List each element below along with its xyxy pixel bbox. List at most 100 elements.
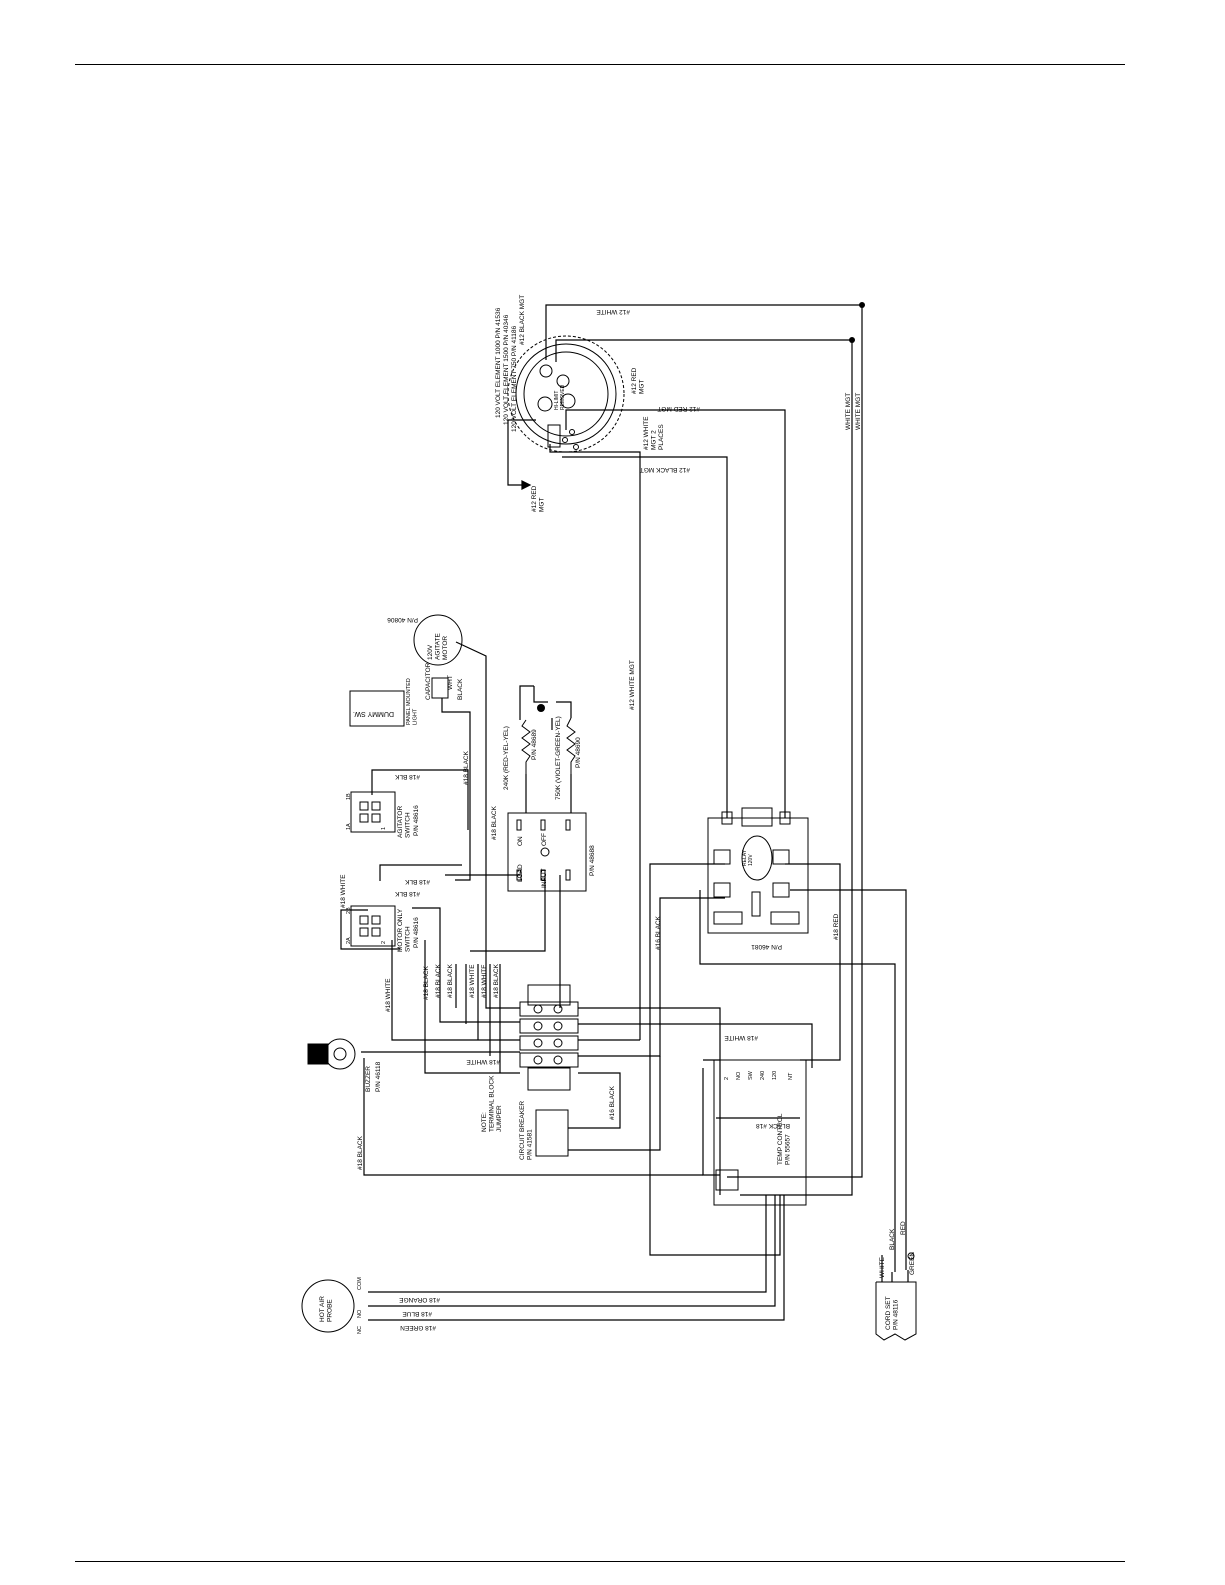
timer-load: LOAD (517, 864, 524, 882)
motor-capacitor: CAPACITOR (425, 662, 432, 700)
wire-red-left: #12 REDMGT (531, 485, 545, 512)
wire-red-18: #18 RED (833, 913, 840, 940)
wire-orange-18: #18 ORANGE (399, 1296, 440, 1303)
cord-red: RED (900, 1221, 907, 1235)
dummy-side-label: PANEL MOUNTEDLIGHT (406, 678, 418, 725)
temp-control (713, 1059, 807, 1206)
wire-white-mgt-right-2: WHITE MGT (855, 393, 862, 430)
wire-white-18-b: #18 WHITE (385, 978, 392, 1012)
wire-white-18-a: #18 WHITE (340, 874, 347, 908)
switch-term-1: 1 (381, 827, 387, 830)
resistor-1-pn: P/N 48689 (531, 729, 538, 760)
wire-white-2places: #12 WHITEMGT 2PLACES (643, 416, 665, 450)
wire-blk-18-c: #18 BLK (394, 890, 420, 897)
cord-label: CORD SETP/N 48116 (885, 1296, 899, 1330)
dummy-switch-label: DUMMY SW. (353, 710, 394, 717)
switch-2-label: MOTOR ONLYSWITCH (397, 908, 411, 952)
wire-white-mgt-main: #12 WHITE MGT (629, 660, 636, 710)
element-part-3: 120 VOLT ELEMENT 750 P/N 41186 (511, 326, 518, 432)
switch-term-2b: 2B (346, 907, 352, 914)
wire-blk-18-a: #18 BLK (394, 773, 420, 780)
wire-black-16-a: #16 BLACK (655, 915, 662, 950)
motor-label: 120VAGITATEMOTOR (427, 632, 449, 660)
wire-black-18-f: #18 BLACK (493, 963, 500, 998)
contactor-part: P/N 46081 (751, 943, 782, 950)
terminal-block (519, 984, 579, 1157)
wire-blue-18: #18 BLUE (402, 1310, 432, 1317)
bottom-rule (75, 1561, 1125, 1562)
probe-com: COM (357, 1277, 363, 1290)
timer-input: INPUT (541, 868, 548, 888)
switch-term-2a: 2A (346, 937, 352, 944)
probe-no: NC (357, 1326, 363, 1334)
wire-black-18-d: #18 BLACK (435, 963, 442, 998)
wire-lines (340, 304, 909, 1321)
cord-black: BLACK (889, 1228, 896, 1250)
wire-white-top: #12 WHITE (596, 308, 630, 315)
switches (350, 791, 396, 947)
junction-dots (537, 302, 865, 712)
timer-off: OFF (541, 833, 548, 846)
contactor-label: RELAY120V (742, 849, 754, 866)
wire-black-18-g: #18 BLACK (357, 1135, 364, 1170)
wire-black-18-b: #18 BLACK (491, 805, 498, 840)
resistor-1-label: 240K (RED-YEL-YEL) (503, 726, 510, 790)
timer-box (507, 812, 587, 892)
buzzer-part: P/N 46118 (375, 1061, 382, 1092)
cord-green: GREEN (909, 1252, 916, 1275)
temp-term-5: NT (788, 1072, 794, 1080)
wire-black-18-a: #18 BLACK (463, 750, 470, 785)
temp-control-label: TEMP CONTROLP/N 55657 (777, 1113, 791, 1165)
wire-black-top: #12 BLACK MGT (519, 295, 526, 345)
motor-wht: WHT (447, 675, 454, 690)
switch-2-part: P/N 48616 (413, 917, 420, 948)
cord-set (875, 1252, 917, 1341)
wire-black-18-c: #18 BLACK (423, 965, 430, 1000)
wire-blk-18-b: #18 BLK (404, 878, 430, 885)
resistor-2-pn: P/N 48690 (575, 737, 582, 768)
buzzer-label: BUZZER (365, 1066, 372, 1092)
wire-white-18-e: #18 WHITE (466, 1058, 500, 1065)
top-rule (75, 64, 1125, 65)
timer-on: ON (517, 836, 524, 846)
terminal-block-note: NOTE:TERMINAL BLOCKJUMPER (481, 1075, 503, 1132)
resistor-2-label: 750K (VIOLET-GREEN-YEL) (555, 716, 562, 800)
wire-white-18-c: #18 WHITE (469, 964, 476, 998)
motor-black: BLACK (457, 678, 464, 700)
heating-element (507, 335, 625, 453)
wire-white-18-f: #18 WHITE (724, 1034, 758, 1041)
temp-term-1: NO (736, 1071, 742, 1080)
agitate-motor (349, 614, 463, 727)
wire-black-lower: #12 BLACK MGT (640, 466, 690, 473)
motor-part: P/N 40806 (387, 616, 418, 623)
probe (301, 1279, 355, 1333)
switch-term-1b: 1B (346, 793, 352, 800)
switch-term-2: 2 (381, 941, 387, 944)
labels: 120 VOLT ELEMENT 1000 P/N 41536 120 VOLT… (319, 295, 916, 1334)
element-part-2: 120 VOLT ELEMENT 1500 P/N 40346 (503, 314, 510, 425)
wire-black-18-h: BLACK #18 (756, 1122, 790, 1129)
element-hilimit: HI-LIMITREMOVED (554, 384, 566, 410)
cord-white: WHITE (879, 1256, 886, 1278)
wire-red-right: #12 REDMGT (631, 367, 645, 394)
wire-white-18-d: #18 WHITE (481, 964, 488, 998)
wire-red-lower: #12 RED MGT (657, 405, 700, 412)
resistors (521, 717, 576, 774)
switch-1-part: P/N 48616 (413, 805, 420, 836)
timer-part: P/N 48688 (589, 845, 596, 876)
wire-white-mgt-right-1: WHITE MGT (845, 393, 852, 430)
wire-black-16-b: #16 BLACK (609, 1085, 616, 1120)
temp-term-4: 120 (772, 1071, 778, 1080)
temp-term-0: 2 (724, 1077, 730, 1080)
buzzer (307, 1038, 356, 1070)
switch-1-label: AGITATORSWITCH (397, 806, 411, 838)
temp-term-2: SW (748, 1070, 754, 1080)
wire-black-18-e: #18 BLACK (447, 963, 454, 998)
element-part-1: 120 VOLT ELEMENT 1000 P/N 41536 (495, 307, 502, 418)
probe-label: HOT AIRPROBE (319, 1296, 333, 1322)
circuit-breaker-label: CIRCUIT BREAKERP/N 41581 (519, 1101, 533, 1160)
wire-green-18: #18 GREEN (400, 1324, 436, 1331)
switch-term-1a: 1A (346, 823, 352, 830)
